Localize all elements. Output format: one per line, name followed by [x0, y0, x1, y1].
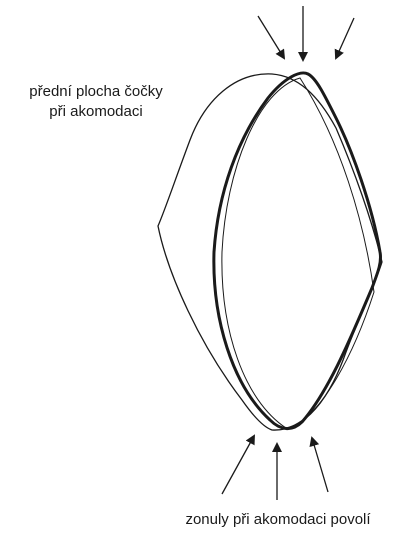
lens-outline-accommodated-front	[158, 74, 382, 430]
arrow-bottom-left	[222, 436, 254, 494]
arrow-top-right	[336, 18, 354, 58]
arrow-top-left	[258, 16, 284, 58]
front-surface-label: přední plocha čočky při akomodaci	[2, 82, 190, 122]
zonules-label: zonuly při akomodaci povolí	[150, 510, 406, 530]
front-surface-label-line1: přední plocha čočky	[2, 82, 190, 102]
lens-outline-inner	[222, 78, 374, 428]
arrow-bottom-right	[312, 438, 328, 492]
front-surface-label-line2: při akomodaci	[2, 102, 190, 122]
lens-outline-thick	[214, 73, 381, 429]
